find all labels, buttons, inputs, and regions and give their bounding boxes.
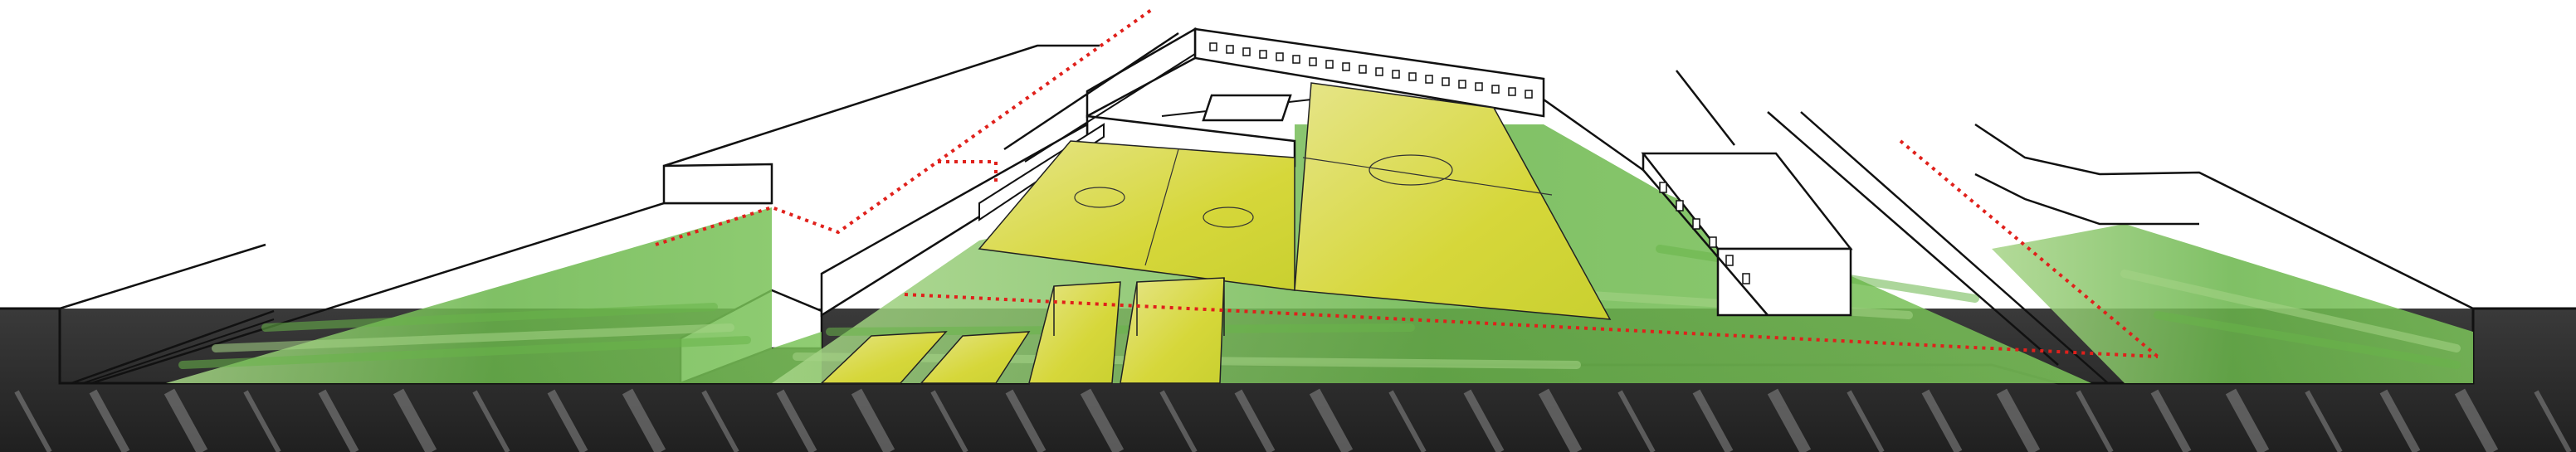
ground-stroke: [1538, 388, 1583, 452]
right-grass-area: [1992, 224, 2473, 383]
window: [1375, 67, 1383, 76]
courtyard-opening: [1202, 94, 1292, 122]
window: [1491, 85, 1500, 94]
ground-stroke: [318, 389, 359, 452]
ground-stroke: [1234, 389, 1276, 452]
ground-stroke: [2305, 390, 2343, 452]
grass-stroke: [2154, 311, 2461, 369]
window: [1226, 45, 1234, 54]
ground-stroke: [1388, 390, 1427, 452]
ground-stroke: [1005, 389, 1046, 452]
window: [1709, 236, 1717, 248]
building-windows-right: [1659, 182, 1750, 284]
ground-stroke: [1617, 390, 1656, 452]
window: [1209, 42, 1217, 51]
ground-stroke: [547, 389, 588, 452]
ground-stroke: [1996, 388, 2041, 452]
grass-stroke: [261, 303, 718, 332]
ground-stroke: [851, 388, 895, 452]
window: [1442, 77, 1450, 86]
ground-stroke: [2225, 388, 2270, 452]
ground-stroke: [14, 390, 52, 452]
right-roads: [1676, 70, 2474, 384]
window: [1259, 50, 1267, 59]
window: [1508, 87, 1516, 96]
ground-stroke: [1921, 389, 1963, 452]
window: [1276, 52, 1284, 61]
window: [1742, 273, 1750, 284]
ground-texture: [14, 388, 2572, 452]
window: [1525, 90, 1533, 99]
window: [1475, 82, 1483, 91]
window: [1676, 200, 1684, 211]
window: [1408, 72, 1417, 81]
window: [1359, 65, 1367, 74]
window: [1342, 62, 1350, 71]
ground-stroke: [2534, 390, 2572, 452]
pedestrian-route: [655, 7, 2159, 358]
window: [1392, 70, 1400, 79]
ground-stroke: [1463, 389, 1505, 452]
ground-stroke: [472, 390, 510, 452]
window: [1659, 182, 1667, 193]
ground-stroke: [622, 388, 666, 452]
window: [1309, 57, 1317, 66]
ground-stroke: [2379, 389, 2421, 452]
building-windows: [1209, 42, 1533, 99]
ground-stroke: [1847, 390, 1885, 452]
ground-stroke: [393, 388, 437, 452]
ground-stroke: [2454, 388, 2499, 452]
ground-stroke: [701, 390, 739, 452]
window: [1242, 47, 1251, 56]
right-building: [1543, 98, 1853, 317]
ground-stroke: [1080, 388, 1125, 452]
ground-stroke: [776, 389, 817, 452]
ground-stroke: [2076, 390, 2114, 452]
small-courts: [820, 277, 1225, 384]
window: [1325, 60, 1334, 69]
window: [1725, 255, 1734, 266]
ground-stroke: [1767, 388, 1812, 452]
grass-stroke: [212, 323, 734, 352]
football-pitch-right: [1294, 82, 1612, 320]
grass-stroke: [826, 323, 1415, 336]
ground-stroke: [89, 389, 130, 452]
ground-stroke: [1309, 388, 1354, 452]
grass-stroke: [2120, 270, 2461, 352]
grass-stroke: [178, 336, 751, 369]
embankment-wall: [662, 163, 773, 205]
ground-stroke: [163, 388, 208, 452]
ground-stroke: [2150, 389, 2192, 452]
ground-stroke: [243, 390, 281, 452]
window: [1425, 75, 1433, 84]
window: [1292, 55, 1300, 64]
ground-stroke: [1159, 390, 1198, 452]
window: [1692, 218, 1700, 230]
ground-stroke: [1692, 389, 1734, 452]
window: [1458, 80, 1466, 89]
ground-stroke: [930, 390, 968, 452]
